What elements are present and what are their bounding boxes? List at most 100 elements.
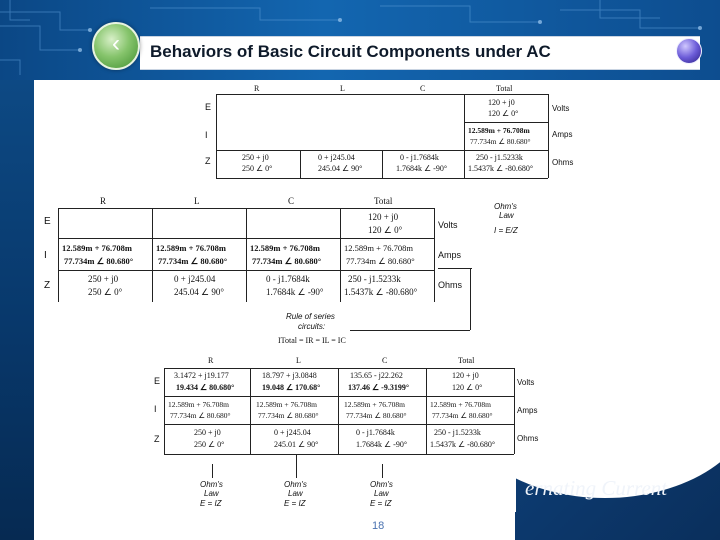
table2-ohms-law-formula: I = E/Z bbox=[494, 226, 518, 235]
table1-e-total-polar: 120 ∠ 0° bbox=[488, 109, 519, 118]
left-decor-band bbox=[0, 0, 34, 540]
table1-unit-ohms: Ohms bbox=[552, 158, 574, 167]
table2-e-total-polar: 120 ∠ 0° bbox=[368, 225, 403, 235]
table1-z-l-rect: 0 + j245.04 bbox=[318, 153, 355, 162]
table3-col-r: R bbox=[208, 356, 214, 365]
table1-i-total-polar: 77.734m ∠ 80.680° bbox=[470, 137, 531, 146]
table3-e-total-polar: 120 ∠ 0° bbox=[452, 383, 483, 392]
table1-unit-amps: Amps bbox=[552, 130, 573, 139]
table3-z-total-rect: 250 - j1.5233k bbox=[434, 428, 481, 437]
table2-col-l: L bbox=[194, 196, 200, 206]
table2-e-total-rect: 120 + j0 bbox=[368, 212, 399, 222]
table3-e-l-rect: 18.797 + j3.0848 bbox=[262, 371, 317, 380]
table3-row-z: Z bbox=[154, 434, 160, 444]
orb-icon bbox=[676, 38, 702, 64]
table2-col-c: C bbox=[288, 196, 295, 206]
table1-z-total-rect: 250 - j1.5233k bbox=[476, 153, 523, 162]
table2-row-z: Z bbox=[44, 280, 51, 291]
circuit-board-pattern bbox=[0, 0, 702, 75]
table2-row-e: E bbox=[44, 216, 51, 227]
table1-z-r-polar: 250 ∠ 0° bbox=[242, 164, 273, 173]
table3-note-c-line1: Ohm's bbox=[370, 480, 393, 489]
slide-title: Behaviors of Basic Circuit Components un… bbox=[150, 42, 551, 61]
table3-col-c: C bbox=[382, 356, 388, 365]
table1-col-l: L bbox=[340, 84, 345, 93]
table3-i-c-rect: 12.589m + 76.708m bbox=[344, 400, 405, 409]
table3-z-c-polar: 1.7684k ∠ -90° bbox=[356, 440, 408, 449]
table2-z-c-polar: 1.7684k ∠ -90° bbox=[266, 287, 324, 297]
slide-subtitle-fragment: ernating Current bbox=[525, 476, 668, 500]
table3-i-l-rect: 12.589m + 76.708m bbox=[256, 400, 317, 409]
table2-series-rule-line2: circuits: bbox=[298, 322, 326, 331]
table3-i-total-polar: 77.734m ∠ 80.680° bbox=[432, 411, 493, 420]
table2-z-l-polar: 245.04 ∠ 90° bbox=[174, 287, 224, 297]
table3-i-l-polar: 77.734m ∠ 80.680° bbox=[258, 411, 319, 420]
table2-z-r-polar: 250 ∠ 0° bbox=[88, 287, 123, 297]
table1-col-c: C bbox=[420, 84, 426, 93]
table3-z-l-polar: 245.01 ∠ 90° bbox=[274, 440, 319, 449]
table1-e-total-rect: 120 + j0 bbox=[488, 98, 515, 107]
table3-note-l-formula: E = IZ bbox=[284, 499, 306, 508]
table1-col-total: Total bbox=[496, 84, 513, 93]
table2-i-c-polar: 77.734m ∠ 80.680° bbox=[252, 256, 322, 266]
table2-row-i: I bbox=[44, 250, 47, 261]
table3-i-total-rect: 12.589m + 76.708m bbox=[430, 400, 491, 409]
table3-i-c-polar: 77.734m ∠ 80.680° bbox=[346, 411, 407, 420]
table3-note-r-line1: Ohm's bbox=[200, 480, 223, 489]
table1-row-z: Z bbox=[205, 156, 211, 166]
table3-unit-volts: Volts bbox=[517, 378, 535, 387]
table2-ohms-law-line2: Law bbox=[499, 211, 514, 220]
bottom-right-decor bbox=[515, 388, 720, 540]
page-number: 18 bbox=[372, 520, 385, 532]
table3-e-r-rect: 3.1472 + j19.177 bbox=[174, 371, 229, 380]
title-bar bbox=[140, 36, 700, 70]
table1-row-i: I bbox=[205, 130, 208, 140]
table3-e-c-rect: 135.65 - j22.262 bbox=[350, 371, 403, 380]
table3-note-r-formula: E = IZ bbox=[200, 499, 222, 508]
table3-note-l-line2: Law bbox=[288, 489, 303, 498]
table3-row-e: E bbox=[154, 376, 161, 386]
table3-row-i: I bbox=[154, 404, 157, 414]
table3-e-total-rect: 120 + j0 bbox=[452, 371, 479, 380]
table2-z-c-rect: 0 - j1.7684k bbox=[266, 274, 310, 284]
table3-note-c-formula: E = IZ bbox=[370, 499, 392, 508]
table3-unit-ohms: Ohms bbox=[517, 434, 539, 443]
table3-note-r-line2: Law bbox=[204, 489, 219, 498]
table3-z-r-polar: 250 ∠ 0° bbox=[194, 440, 225, 449]
table2-i-c-rect: 12.589m + 76.708m bbox=[250, 243, 321, 253]
table2-unit-volts: Volts bbox=[438, 220, 458, 230]
table2-i-total-polar: 77.734m ∠ 80.680° bbox=[346, 256, 415, 266]
table2-i-r-rect: 12.589m + 76.708m bbox=[62, 243, 133, 253]
table1-z-l-polar: 245.04 ∠ 90° bbox=[318, 164, 363, 173]
table3-image: R L C Total E I Z 3.1472 + j19.177 19.43… bbox=[150, 352, 538, 512]
table2-i-l-polar: 77.734m ∠ 80.680° bbox=[158, 256, 228, 266]
series-formula-strip: ITotal = IR = IL = IC bbox=[270, 336, 370, 348]
table2-z-total-polar: 1.5437k ∠ -80.680° bbox=[344, 287, 418, 297]
table3-unit-amps: Amps bbox=[517, 406, 538, 415]
table1-z-r-rect: 250 + j0 bbox=[242, 153, 269, 162]
table2-col-total: Total bbox=[374, 196, 393, 206]
table2-col-r: R bbox=[100, 196, 107, 206]
table3-z-l-rect: 0 + j245.04 bbox=[274, 428, 311, 437]
series-formula: ITotal = IR = IL = IC bbox=[278, 336, 346, 345]
table1-image: R L C Total E I Z Volts Amps Ohms 120 + … bbox=[200, 84, 573, 179]
table2-series-rule-line1: Rule of series bbox=[286, 312, 335, 321]
table3-z-total-polar: 1.5437k ∠ -80.680° bbox=[430, 440, 496, 449]
table2-i-total-rect: 12.589m + 76.708m bbox=[344, 243, 414, 253]
table2-unit-ohms: Ohms bbox=[438, 280, 463, 290]
table3-e-c-polar: 137.46 ∠ -9.3199° bbox=[348, 383, 410, 392]
table3-z-r-rect: 250 + j0 bbox=[194, 428, 221, 437]
table2-z-r-rect: 250 + j0 bbox=[88, 274, 119, 284]
table2-image: R L C Total E I Z Volts Amps Ohms 120 + … bbox=[38, 194, 538, 336]
table1-z-total-polar: 1.5437k ∠ -80.680° bbox=[468, 164, 534, 173]
table1-unit-volts: Volts bbox=[552, 104, 570, 113]
table2-ohms-law-line1: Ohm's bbox=[494, 202, 517, 211]
table3-z-c-rect: 0 - j1.7684k bbox=[356, 428, 395, 437]
table2-i-r-polar: 77.734m ∠ 80.680° bbox=[64, 256, 134, 266]
table3-i-r-polar: 77.734m ∠ 80.680° bbox=[170, 411, 231, 420]
back-button[interactable]: ‹ bbox=[92, 22, 140, 70]
table2-z-total-rect: 250 - j1.5233k bbox=[348, 274, 401, 284]
table1-row-e: E bbox=[205, 102, 212, 112]
table1-col-r: R bbox=[254, 84, 260, 93]
table3-i-r-rect: 12.589m + 76.708m bbox=[168, 400, 229, 409]
